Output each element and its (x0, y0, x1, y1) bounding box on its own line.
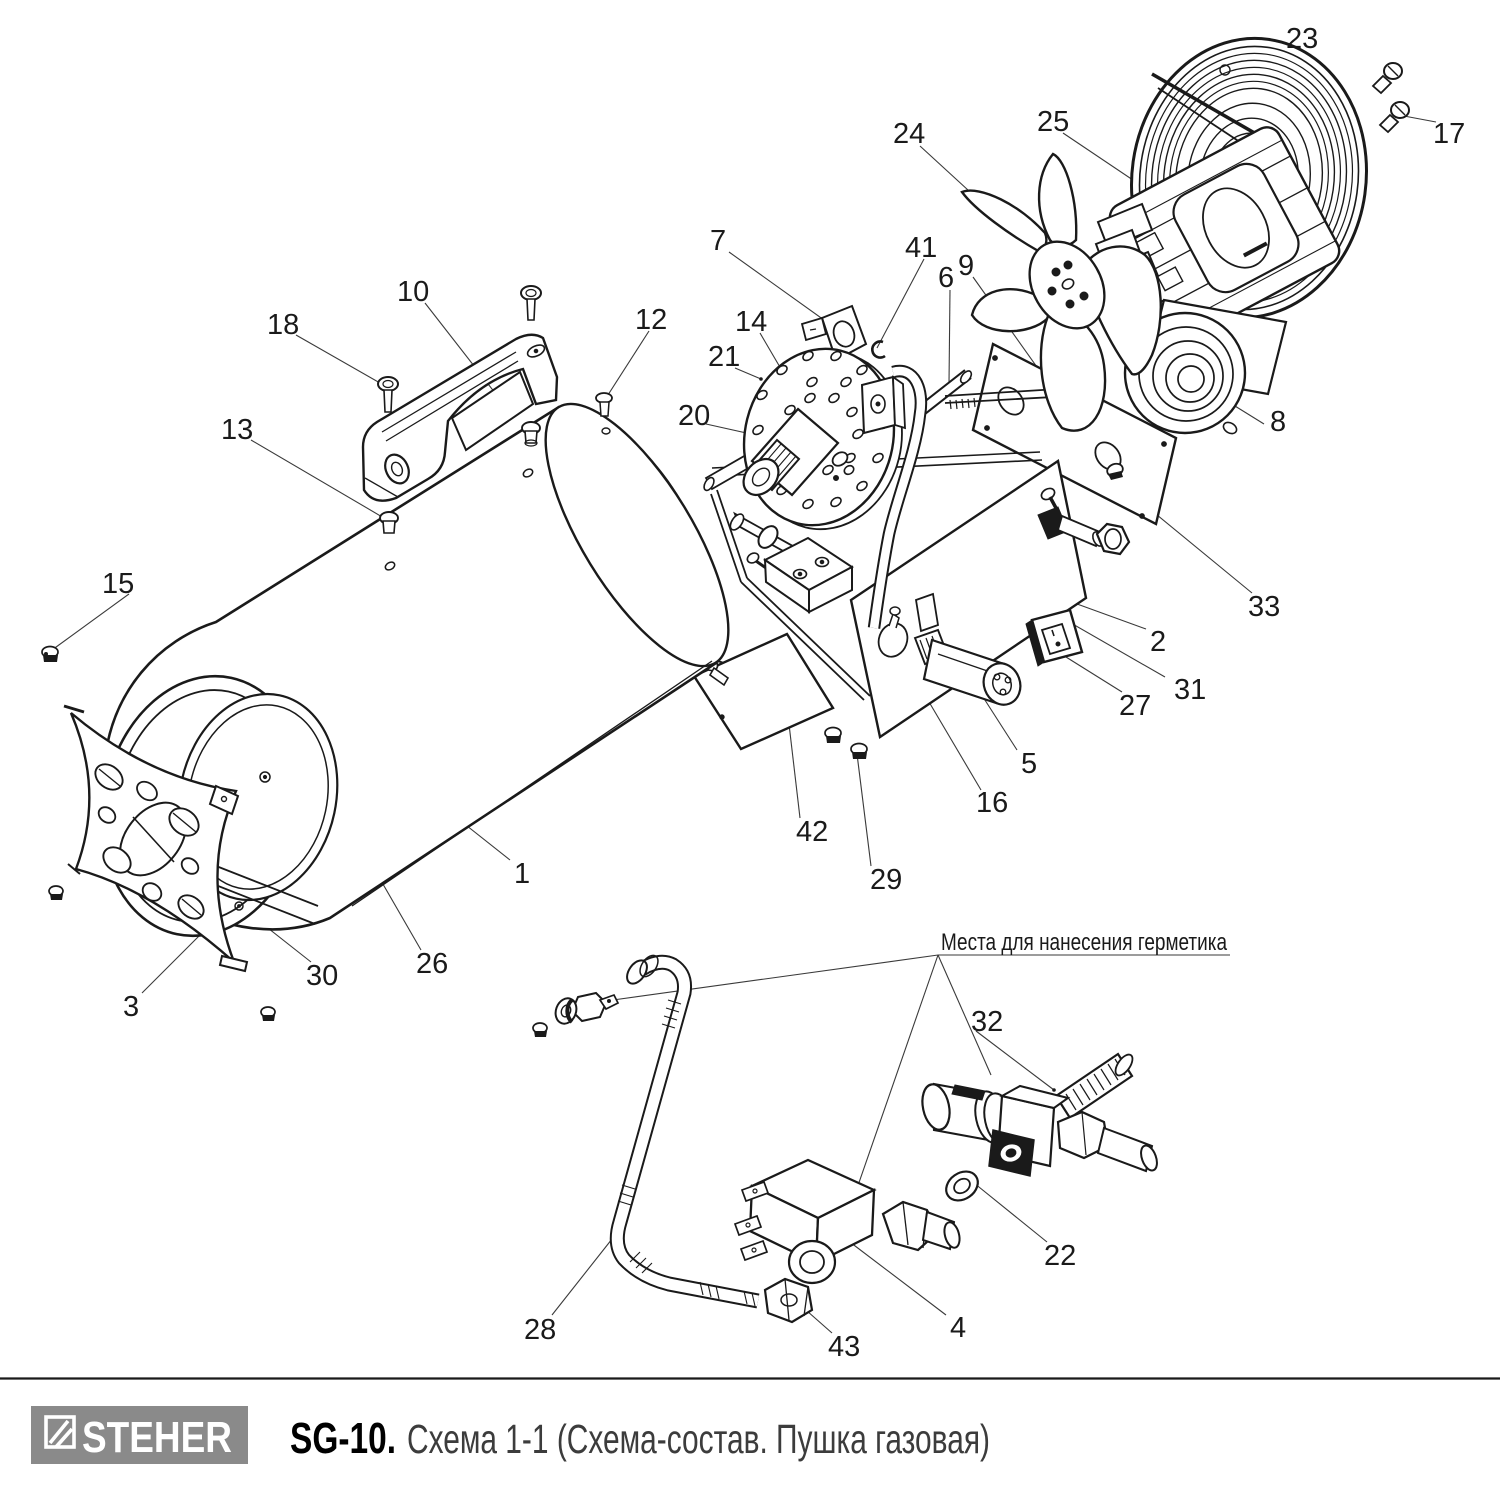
svg-text:14: 14 (735, 306, 767, 338)
svg-text:43: 43 (828, 1331, 860, 1363)
svg-text:26: 26 (416, 948, 448, 980)
svg-text:27: 27 (1119, 690, 1151, 722)
svg-text:STEHER: STEHER (82, 1413, 232, 1462)
svg-text:22: 22 (1044, 1240, 1076, 1272)
svg-text:10: 10 (397, 276, 429, 308)
svg-text:20: 20 (678, 400, 710, 432)
svg-text:30: 30 (306, 960, 338, 992)
svg-text:Места для нанесения герметика: Места для нанесения герметика (941, 929, 1228, 956)
svg-text:31: 31 (1174, 674, 1206, 706)
svg-text:7: 7 (710, 225, 726, 257)
svg-text:28: 28 (524, 1314, 556, 1346)
svg-text:17: 17 (1433, 118, 1465, 150)
svg-text:15: 15 (102, 568, 134, 600)
svg-text:13: 13 (221, 414, 253, 446)
svg-text:33: 33 (1248, 591, 1280, 623)
svg-text:Схема 1-1 (Схема-состав. Пушка: Схема 1-1 (Схема-состав. Пушка газовая) (407, 1416, 990, 1462)
svg-text:SG-10.: SG-10. (290, 1414, 396, 1463)
svg-text:18: 18 (267, 309, 299, 341)
svg-text:3: 3 (123, 991, 139, 1023)
svg-text:29: 29 (870, 864, 902, 896)
svg-text:21: 21 (708, 341, 740, 373)
svg-text:9: 9 (958, 250, 974, 282)
svg-text:8: 8 (1270, 406, 1286, 438)
svg-text:4: 4 (950, 1312, 966, 1344)
svg-text:41: 41 (905, 232, 937, 264)
svg-text:16: 16 (976, 787, 1008, 819)
svg-text:32: 32 (971, 1006, 1003, 1038)
svg-text:5: 5 (1021, 748, 1037, 780)
svg-text:42: 42 (796, 816, 828, 848)
svg-text:1: 1 (514, 858, 530, 890)
svg-text:25: 25 (1037, 106, 1069, 138)
svg-text:6: 6 (938, 262, 954, 294)
svg-text:23: 23 (1286, 23, 1318, 55)
svg-text:24: 24 (893, 118, 925, 150)
svg-text:2: 2 (1150, 626, 1166, 658)
svg-text:12: 12 (635, 304, 667, 336)
